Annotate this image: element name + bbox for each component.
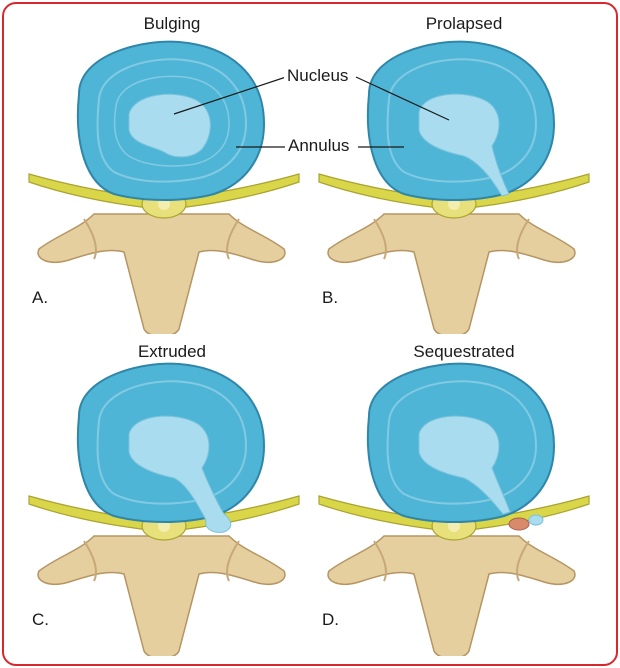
vertebra-prolapsed <box>318 40 590 334</box>
vertebra-sequestrated <box>318 362 590 656</box>
vertebra-body <box>37 213 286 334</box>
vertebra-body <box>327 213 576 334</box>
panel-letter-b: B. <box>322 288 339 307</box>
disc-nucleus <box>418 415 511 515</box>
vertebra-bulging <box>28 40 300 334</box>
annulus-label: Annulus <box>285 136 353 156</box>
panel-letter-d: D. <box>322 610 339 629</box>
nucleus-label: Nucleus <box>284 66 352 86</box>
panel-title-sequestrated: Sequestrated <box>413 342 515 361</box>
panel-title-extruded: Extruded <box>137 342 207 361</box>
vertebra-body <box>37 535 286 656</box>
disc-nucleus <box>128 415 232 533</box>
panel-letter-a: A. <box>32 288 49 307</box>
panel-letter-c: C. <box>32 610 49 629</box>
panel-title-bulging: Bulging <box>143 14 201 33</box>
disc-nucleus <box>128 93 211 158</box>
panel-title-prolapsed: Prolapsed <box>425 14 503 33</box>
vertebra-extruded <box>28 362 300 656</box>
sequestrated-fragment <box>508 514 544 531</box>
vertebra-body <box>327 535 576 656</box>
disc-nucleus <box>418 93 510 197</box>
callout-leader-lines <box>173 76 450 148</box>
